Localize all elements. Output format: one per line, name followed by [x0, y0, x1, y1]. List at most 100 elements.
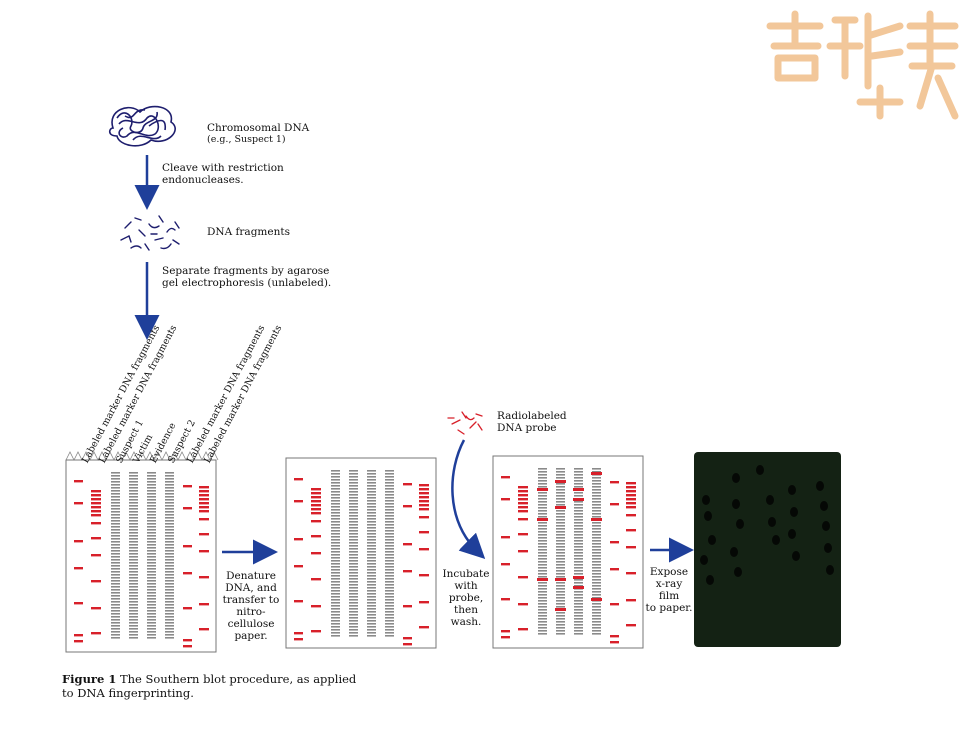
sample-band [165, 607, 174, 609]
incubate-line: Incubate [442, 568, 490, 580]
sample-band [367, 476, 376, 478]
sample-band [385, 563, 394, 565]
sample-band [556, 528, 565, 530]
sample-band [574, 501, 583, 503]
sample-band [147, 631, 156, 633]
sample-band [574, 474, 583, 476]
sample-band [147, 568, 156, 570]
marker-band [419, 496, 429, 499]
sample-band [111, 637, 120, 639]
sample-band [556, 567, 565, 569]
sample-band [129, 604, 138, 606]
sample-band [574, 468, 583, 470]
sample-band [385, 614, 394, 616]
sample-band [165, 520, 174, 522]
sample-band [331, 530, 340, 532]
sample-band [349, 632, 358, 634]
marker-band [501, 636, 510, 639]
sample-band [165, 625, 174, 627]
sample-band [538, 612, 547, 614]
sample-band [556, 483, 565, 485]
denature-line: transfer to [222, 594, 280, 606]
sample-band [574, 534, 583, 536]
sample-band [538, 498, 547, 500]
marker-band [294, 600, 303, 603]
sample-band [349, 626, 358, 628]
sample-band [367, 623, 376, 625]
marker-band [626, 572, 636, 575]
marker-band [501, 563, 510, 566]
sample-band [165, 553, 174, 555]
sample-band [385, 536, 394, 538]
sample-band [331, 488, 340, 490]
film-spot [736, 519, 744, 529]
sample-band [165, 595, 174, 597]
sample-band [556, 615, 565, 617]
marker-band [199, 576, 209, 579]
sample-band [331, 614, 340, 616]
marker-band [311, 535, 321, 538]
sample-band [385, 524, 394, 526]
sample-band [349, 560, 358, 562]
marker-band [626, 502, 636, 505]
film-spot [702, 495, 710, 505]
sample-band [367, 509, 376, 511]
incubate-line: wash. [450, 616, 482, 628]
sample-band [147, 496, 156, 498]
sample-band [385, 635, 394, 637]
sample-band [147, 490, 156, 492]
sample-band [111, 484, 120, 486]
incubate-line: with [454, 580, 478, 592]
sample-band [574, 495, 583, 497]
sample-band [538, 471, 547, 473]
sample-band [331, 500, 340, 502]
sample-band [367, 593, 376, 595]
sample-band [147, 520, 156, 522]
chromosomal-dna-illustration [105, 100, 185, 150]
sample-band [538, 531, 547, 533]
xray-film [694, 452, 841, 647]
probe-hit-band [591, 472, 602, 475]
sample-band [331, 596, 340, 598]
expose-line: Expose [649, 566, 689, 578]
sample-band [367, 581, 376, 583]
sample-band [129, 490, 138, 492]
marker-band [610, 603, 619, 606]
sample-band [165, 619, 174, 621]
sample-band [349, 623, 358, 625]
film-spot [772, 535, 780, 545]
sample-band [111, 559, 120, 561]
sample-band [147, 535, 156, 537]
sample-band [147, 616, 156, 618]
sample-band [349, 524, 358, 526]
probe-label-line1: Radiolabeled [497, 410, 567, 422]
sample-band [147, 544, 156, 546]
sample-band [538, 510, 547, 512]
sample-band [111, 547, 120, 549]
sample-band [111, 562, 120, 564]
sample-band [129, 559, 138, 561]
probe-hit-band [591, 598, 602, 601]
sample-band [349, 602, 358, 604]
sample-band [349, 614, 358, 616]
sample-band [538, 558, 547, 560]
sample-band [574, 483, 583, 485]
film-spot [756, 465, 764, 475]
marker-band [199, 603, 209, 606]
sample-band [367, 569, 376, 571]
marker-band [91, 510, 101, 513]
film-spot [820, 501, 828, 511]
sample-band [574, 516, 583, 518]
sample-band [331, 593, 340, 595]
marker-band [419, 484, 429, 487]
sample-band [147, 529, 156, 531]
marker-band [626, 529, 636, 532]
sample-band [556, 627, 565, 629]
sample-band [349, 476, 358, 478]
probe-hit-band [591, 518, 602, 521]
denature-step: Denature DNA, and transfer to nitro- cel… [218, 570, 284, 642]
sample-band [331, 470, 340, 472]
sample-band [538, 477, 547, 479]
sample-band [165, 502, 174, 504]
sample-band [385, 515, 394, 517]
